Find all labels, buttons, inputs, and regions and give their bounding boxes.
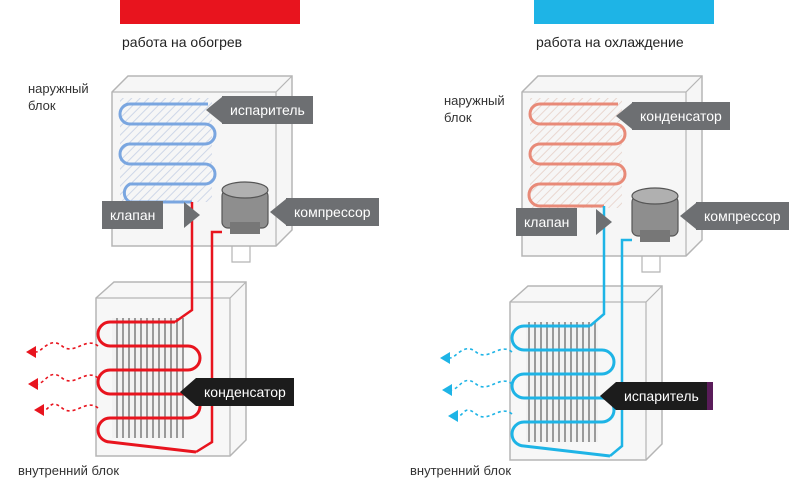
warm-air-arrows xyxy=(35,341,99,412)
heating-mode-bar xyxy=(120,0,300,24)
cool-air-arrows xyxy=(449,347,513,418)
valve-tag: клапан xyxy=(102,201,164,229)
heating-pipe xyxy=(195,268,214,454)
cooling-pipe xyxy=(620,238,632,278)
outdoor-unit-label: наружный блок xyxy=(28,81,89,113)
cooling-pipe xyxy=(609,278,624,457)
heating-pipe xyxy=(210,230,222,268)
heating-pipe xyxy=(174,268,194,324)
heating-diagram xyxy=(26,75,293,457)
indoor-coil xyxy=(510,324,616,458)
heating-panel: работа на обогрев xyxy=(18,0,379,478)
cooling-pipe xyxy=(589,278,606,327)
cooling-diagram xyxy=(440,75,703,461)
cool-air-arrowheads xyxy=(440,352,458,422)
compressor-tag: компрессор xyxy=(286,198,379,226)
outdoor-unit-label: наружный блок xyxy=(444,93,505,125)
condenser-tag: конденсатор xyxy=(632,102,730,130)
compressor-tag: компрессор xyxy=(696,202,789,230)
compressor-icon xyxy=(631,187,679,242)
cooling-panel: работа на охлаждение xyxy=(400,0,800,489)
outdoor-coil xyxy=(527,102,627,208)
compressor-icon xyxy=(221,181,269,234)
evaporator-arrow xyxy=(600,382,616,410)
outdoor-coil xyxy=(118,102,217,204)
condenser-tag: конденсатор xyxy=(196,378,294,406)
evaporator-tag: испаритель xyxy=(616,382,713,410)
compressor-arrow xyxy=(680,203,696,229)
evaporator-arrow xyxy=(206,97,222,123)
cooling-mode-bar xyxy=(534,0,714,24)
evaporator-tag: испаритель xyxy=(222,96,313,124)
compressor-arrow xyxy=(270,199,286,225)
heating-mode-title: работа на обогрев xyxy=(122,34,243,50)
indoor-unit-label: внутренний блок xyxy=(410,463,512,478)
warm-air-arrowheads xyxy=(26,346,44,416)
cooling-mode-title: работа на охлаждение xyxy=(536,34,684,50)
condenser-arrow xyxy=(180,378,196,406)
indoor-unit-label: внутренний блок xyxy=(18,463,120,478)
indoor-coil xyxy=(96,320,202,454)
condenser-arrow xyxy=(616,103,632,129)
valve-arrow xyxy=(596,209,612,235)
valve-tag: клапан xyxy=(516,208,578,236)
valve-arrow xyxy=(184,202,200,228)
